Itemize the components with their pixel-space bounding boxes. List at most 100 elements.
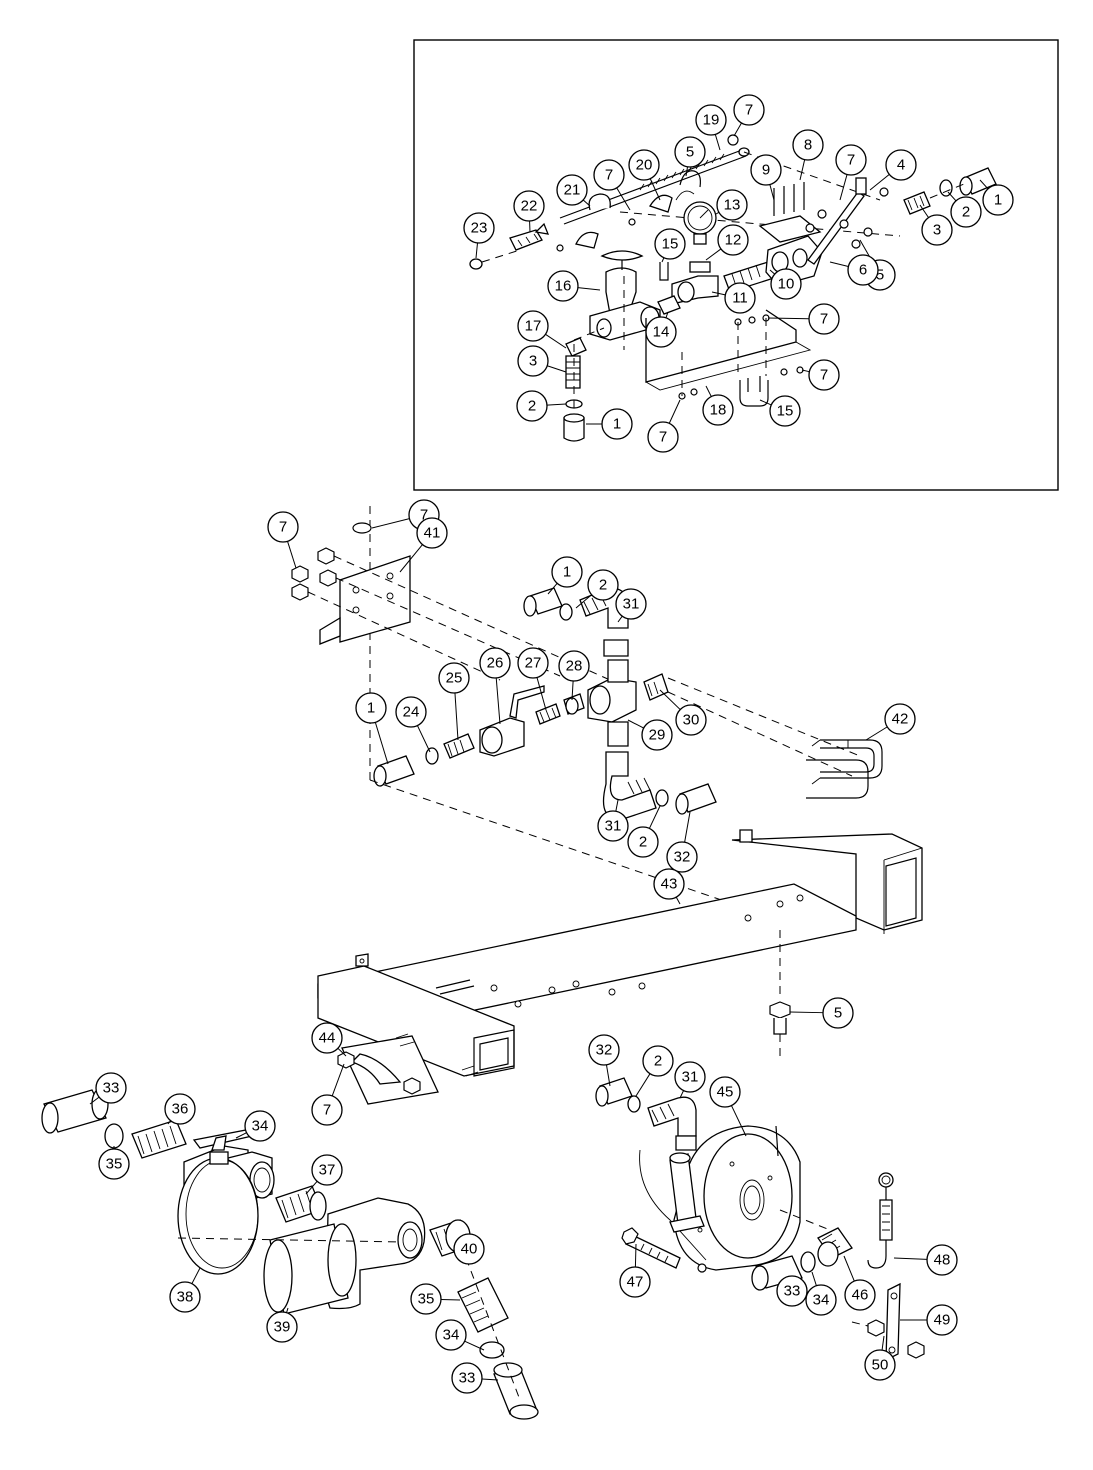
callout-22: 22 <box>513 190 545 233</box>
callout-leader <box>731 1105 747 1137</box>
callout-2: 2 <box>635 1045 674 1097</box>
callout-leader <box>661 257 665 263</box>
callout-label: 2 <box>639 834 647 851</box>
callout-label: 28 <box>566 658 583 675</box>
callout-label: 31 <box>623 596 640 613</box>
callout-leader <box>769 184 775 201</box>
callout-leader <box>649 178 661 201</box>
callout-label: 39 <box>274 1319 291 1336</box>
callout-label: 5 <box>876 267 884 284</box>
callout-leader <box>545 333 567 349</box>
callout-circle <box>513 190 545 222</box>
callout-leader <box>811 1271 817 1286</box>
callout-leader <box>829 261 849 267</box>
callout-2: 2 <box>575 569 619 609</box>
callout-circle <box>733 94 765 126</box>
callout-circle <box>98 1148 130 1180</box>
callout-circle <box>675 704 707 736</box>
callout-4: 4 <box>869 149 917 191</box>
middle-assembly <box>291 506 883 921</box>
callout-30: 30 <box>659 689 707 736</box>
callout-3: 3 <box>919 204 953 246</box>
callout-3: 3 <box>517 345 567 377</box>
callout-leader <box>627 719 644 729</box>
callout-label: 10 <box>778 276 795 293</box>
callout-39: 39 <box>266 1307 298 1343</box>
callout-label: 2 <box>528 398 536 415</box>
callout-circle <box>311 1094 343 1126</box>
callout-label: 7 <box>323 1102 331 1119</box>
callout-circle <box>654 228 686 260</box>
strainer-assembly <box>41 1088 539 1420</box>
callout-leader <box>235 1132 247 1139</box>
callout-circle <box>517 345 549 377</box>
callout-circle <box>169 1281 201 1313</box>
callout-label: 7 <box>820 367 828 384</box>
callout-leader <box>635 1073 651 1097</box>
callout-circle <box>601 408 633 440</box>
callout-leader <box>464 1340 485 1351</box>
callout-circle <box>627 826 659 858</box>
callout-circle <box>642 1045 674 1077</box>
callout-circle <box>717 224 749 256</box>
callout-15: 15 <box>759 395 801 427</box>
callout-leader <box>684 811 691 843</box>
callout-label: 21 <box>564 182 581 199</box>
callout-label: 35 <box>106 1156 123 1173</box>
callout-44: 44 <box>311 1022 347 1057</box>
callout-circle <box>645 316 677 348</box>
callout-31: 31 <box>597 799 629 842</box>
callout-circle <box>982 184 1014 216</box>
callout-circle <box>805 1284 837 1316</box>
callout-leader <box>979 179 989 190</box>
callout-27: 27 <box>517 647 549 711</box>
callout-label: 16 <box>555 278 572 295</box>
callout-leader <box>575 594 592 609</box>
callout-32: 32 <box>666 811 698 873</box>
callout-label: 23 <box>471 220 488 237</box>
callout-label: 31 <box>682 1069 699 1086</box>
callout-19: 19 <box>695 104 727 151</box>
callout-circle <box>395 696 427 728</box>
pump-assembly <box>595 1077 925 1362</box>
callout-label: 15 <box>662 236 679 253</box>
callout-1: 1 <box>355 692 389 765</box>
callout-label: 14 <box>653 324 670 341</box>
callout-label: 46 <box>852 1287 869 1304</box>
callout-leader <box>305 1180 318 1195</box>
callout-leader <box>495 677 501 725</box>
callout-leader <box>617 615 623 623</box>
callout-label: 7 <box>659 429 667 446</box>
callout-leader <box>89 1096 100 1105</box>
callout-35: 35 <box>410 1283 461 1315</box>
callout-label: 49 <box>934 1312 951 1329</box>
callout-leader <box>547 365 567 373</box>
callout-circle <box>750 154 782 186</box>
callout-7: 7 <box>801 359 840 391</box>
callout-leader <box>616 187 631 211</box>
callout-42: 42 <box>865 703 916 741</box>
callout-leader <box>711 291 726 296</box>
callout-leader <box>536 677 547 711</box>
callout-8: 8 <box>792 129 824 181</box>
callout-17: 17 <box>517 310 567 349</box>
callout-circle <box>267 511 299 543</box>
callout-label: 7 <box>420 507 428 524</box>
callout-circle <box>517 647 549 679</box>
callout-label: 7 <box>279 519 287 536</box>
callout-leader <box>331 1063 345 1097</box>
callout-33: 33 <box>451 1362 499 1394</box>
callout-leader <box>287 541 297 569</box>
callout-28: 28 <box>558 650 590 701</box>
callout-circle <box>479 647 511 679</box>
callout-leader <box>634 1243 637 1268</box>
callout-leader <box>881 1335 885 1351</box>
callout-38: 38 <box>169 1267 201 1313</box>
callout-circle <box>702 394 734 426</box>
callout-1: 1 <box>547 556 583 595</box>
inset-frame <box>413 39 1059 491</box>
callout-label: 36 <box>172 1101 189 1118</box>
callout-circle <box>776 1275 808 1307</box>
callout-21: 21 <box>556 174 591 207</box>
callout-leader <box>605 1064 611 1087</box>
